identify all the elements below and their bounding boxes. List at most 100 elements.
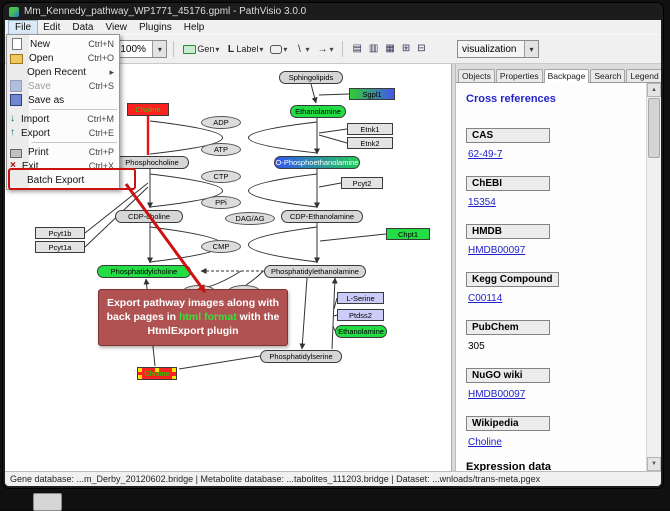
menu-shortcut: Ctrl+P [88,147,114,157]
menu-plugins[interactable]: Plugins [138,21,172,33]
pathway-node-dag-ag[interactable]: DAG/AG [225,212,275,225]
align-top-button[interactable] [349,38,364,60]
pathway-node-l-serine[interactable]: L-Serine [337,292,384,304]
pathway-node-pcyt1a[interactable]: Pcyt1a [35,241,85,253]
crossref-link[interactable]: HMDB00097 [468,245,526,256]
same-height-button[interactable] [414,38,428,60]
menu-item-label: New [30,38,51,50]
align-middle-button[interactable] [366,38,381,60]
label-tool-button[interactable]: Label [223,38,266,60]
menu-separator [31,109,117,110]
pathway-node-ppi[interactable]: PPi [201,196,241,209]
pathway-node-phosphatidylethanolamine[interactable]: Phosphatidylethanolamine [264,265,366,278]
scroll-down-icon[interactable] [647,457,661,471]
pathway-node-phosphatidylserine[interactable]: Phosphatidylserine [260,350,342,363]
file-menu-item-print[interactable]: Print Ctrl+P [7,145,119,159]
tab-backpage[interactable]: Backpage [543,69,590,83]
pathway-node-choline[interactable]: Choline [137,367,177,380]
scrollbar-thumb[interactable] [648,98,660,158]
align-bottom-button[interactable] [382,38,397,60]
tab-objects[interactable]: Objects [458,69,495,82]
pathway-node-choline[interactable]: Choline [127,103,169,116]
pathway-node-ethanolamine[interactable]: Ethanolamine [335,325,387,338]
menu-item-label: Save [28,80,51,92]
pathway-node-ethanolamine[interactable]: Ethanolamine [290,105,346,118]
pathway-node-atp[interactable]: ATP [201,143,241,156]
label-icon [226,44,235,55]
panel-scrollbar[interactable] [646,83,661,471]
pathway-node-etnk2[interactable]: Etnk2 [347,137,393,149]
crossref-link[interactable]: Choline [468,437,502,448]
scroll-up-icon[interactable] [647,83,661,97]
file-menu-item-save-as[interactable]: Save as [7,93,119,107]
file-menu-item-open-recent[interactable]: Open Recent▸ [7,65,119,79]
panel-splitter[interactable] [452,64,456,471]
crossref-link[interactable]: 62-49-7 [468,149,503,160]
pathway-node-etnk1[interactable]: Etnk1 [347,123,393,135]
chevron-down-icon[interactable] [524,41,538,57]
app-icon [9,6,19,17]
menu-item-label: Print [28,146,49,158]
tab-properties[interactable]: Properties [495,69,543,82]
callout-text-after: with the HtmlExport plugin [147,311,280,338]
menu-shortcut: Ctrl+S [88,81,114,91]
visualization-value: visualization [458,43,524,55]
crossref-source: CAS [466,128,550,143]
taskbar-fragment [33,493,62,511]
zoom-combo[interactable]: 100% [115,40,168,58]
pathway-node-sphingolipids[interactable]: Sphingolipids [279,71,343,84]
pathway-node-sgpl1[interactable]: Sgpl1 [349,88,395,100]
file-menu-item-batch-export[interactable]: Batch Export [7,173,119,187]
pathway-node-chpt1[interactable]: Chpt1 [386,228,430,240]
menu-view[interactable]: View [105,21,127,33]
export-icon [10,127,15,139]
arrow-tool-button[interactable] [313,38,336,60]
pathway-node-ptdss2[interactable]: Ptdss2 [337,309,384,321]
menu-item-label: Export [21,127,50,139]
pathway-node-cmp[interactable]: CMP [201,240,241,253]
tab-legend[interactable]: Legend [626,69,661,82]
menu-data[interactable]: Data [72,21,94,33]
chevron-down-icon [283,45,287,54]
crossref-link[interactable]: 15354 [468,197,496,208]
crossref-link[interactable]: C00114 [468,293,503,304]
chevron-down-icon[interactable] [152,41,167,57]
crossref-section-chebi: ChEBI 15354 [466,173,642,208]
pathway-node-o-phosphoethanolamine[interactable]: O-Phosphoethanolamine [274,156,360,169]
menu-item-label: Open Recent [27,66,86,78]
pathway-node-adp[interactable]: ADP [201,116,241,129]
line-tool-button[interactable] [291,38,312,60]
visualization-combo[interactable]: visualization [457,40,539,58]
pathway-node-cdp-choline[interactable]: CDP-choline [115,210,183,223]
pathway-node-pcyt2[interactable]: Pcyt2 [341,177,383,189]
gen-tool-button[interactable]: Gen [180,38,222,60]
pathway-node-pcyt1b[interactable]: Pcyt1b [35,227,85,239]
crossref-link[interactable]: HMDB00097 [468,389,526,400]
annotation-callout: Export pathway images along with back pa… [98,289,288,346]
pathway-node-phosphatidylcholine[interactable]: Phosphatidylcholine [97,265,191,278]
crossref-title: Cross references [466,93,556,105]
crossref-source: ChEBI [466,176,550,191]
menu-edit[interactable]: Edit [43,21,61,33]
tab-search[interactable]: Search [590,69,626,82]
chevron-down-icon [259,45,263,54]
expression-data-heading: Expression data [466,461,551,471]
pathway-node-cdp-ethanolamine[interactable]: CDP-Ethanolamine [281,210,363,223]
pathway-node-ctp[interactable]: CTP [201,170,241,183]
shape-tool-button[interactable] [267,38,290,60]
align-middle-icon [369,43,378,55]
file-menu-item-save[interactable]: Save Ctrl+S [7,79,119,93]
menu-file[interactable]: File [9,20,38,34]
same-width-button[interactable] [399,38,413,60]
shape-icon [270,44,283,54]
menu-help[interactable]: Help [183,21,205,33]
